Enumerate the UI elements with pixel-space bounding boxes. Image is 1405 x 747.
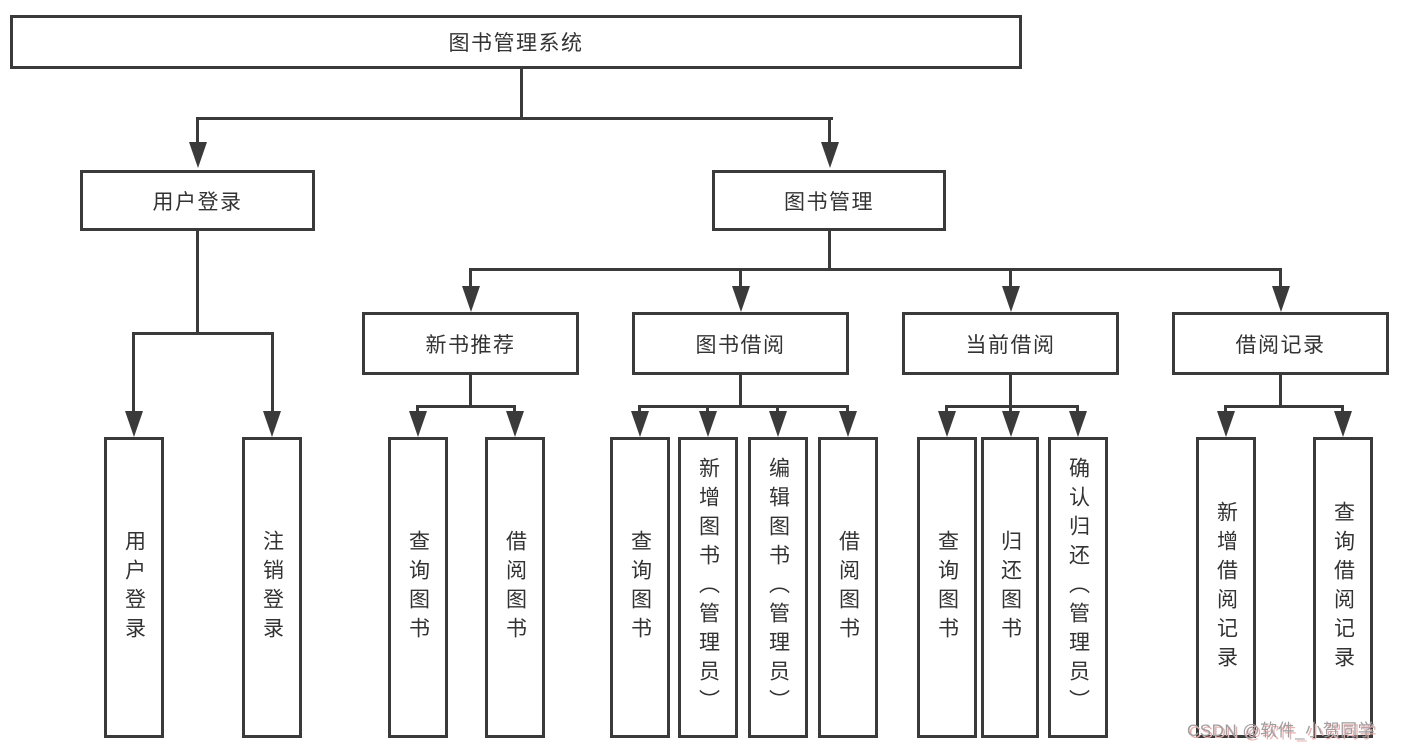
arrowhead-down-icon [125, 411, 143, 437]
node-book-management-label: 图书管理 [784, 190, 874, 214]
leaf-logout: 注销登录 [242, 437, 302, 738]
leaf-query-books-current-label: 查询图书 [935, 529, 959, 646]
connector-line [828, 230, 831, 270]
leaf-borrow-books-label: 借阅图书 [836, 529, 860, 646]
arrowhead-down-icon [461, 286, 480, 312]
node-book-management: 图书管理 [712, 170, 946, 231]
connector-line [1076, 405, 1079, 413]
leaf-confirm-return-admin-label: 确认归还（管理员） [1066, 457, 1090, 718]
node-current-borrow-label: 当前借阅 [965, 333, 1056, 357]
leaf-add-borrow-record-label: 新增借阅记录 [1214, 500, 1238, 675]
arrowhead-down-icon [263, 411, 281, 437]
node-current-borrow: 当前借阅 [902, 312, 1119, 375]
arrowhead-down-icon [1334, 411, 1352, 437]
connector-line [1341, 405, 1344, 413]
node-user-login-label: 用户登录 [152, 190, 243, 214]
leaf-user-login: 用户登录 [104, 437, 164, 738]
connector-line [638, 405, 641, 413]
node-book-borrow-label: 图书借阅 [695, 333, 786, 357]
leaf-logout-label: 注销登录 [260, 529, 284, 646]
connector-line [739, 268, 742, 288]
arrowhead-down-icon [506, 411, 524, 437]
leaf-query-borrow-record: 查询借阅记录 [1313, 437, 1373, 738]
arrowhead-down-icon [1217, 411, 1235, 437]
arrowhead-down-icon [938, 411, 956, 437]
connector-line [469, 268, 472, 288]
connector-line [945, 405, 948, 413]
connector-line [1009, 268, 1012, 288]
leaf-add-book-admin: 新增图书（管理员） [678, 437, 738, 738]
leaf-user-login-label: 用户登录 [122, 529, 146, 646]
connector-line [1279, 375, 1282, 407]
arrowhead-down-icon [1069, 411, 1087, 437]
leaf-borrow-books: 借阅图书 [818, 437, 878, 738]
connector-line [1224, 405, 1227, 413]
leaf-add-book-admin-label: 新增图书（管理员） [696, 457, 720, 718]
arrowhead-down-icon [769, 411, 787, 437]
arrowhead-down-icon [188, 142, 207, 168]
arrowhead-down-icon [1001, 286, 1020, 312]
connector-line [638, 405, 849, 408]
leaf-add-borrow-record: 新增借阅记录 [1196, 437, 1256, 738]
connector-line [846, 405, 849, 413]
connector-line [945, 405, 1079, 408]
connector-line [416, 405, 419, 413]
connector-line [1009, 405, 1012, 413]
arrowhead-down-icon [731, 286, 750, 312]
leaf-query-books-current: 查询图书 [917, 437, 977, 738]
node-new-book-recommend-label: 新书推荐 [425, 333, 516, 357]
arrowhead-down-icon [1002, 411, 1020, 437]
leaf-return-book-label: 归还图书 [998, 529, 1022, 646]
arrowhead-down-icon [631, 411, 649, 437]
node-root: 图书管理系统 [10, 15, 1022, 69]
arrowhead-down-icon [409, 411, 427, 437]
connector-line [776, 405, 779, 413]
arrowhead-down-icon [699, 411, 717, 437]
connector-line [132, 332, 274, 335]
connector-line [271, 332, 274, 413]
connector-line [416, 405, 516, 408]
connector-line [520, 68, 523, 119]
connector-line [196, 230, 199, 334]
node-root-label: 图书管理系统 [448, 32, 584, 55]
arrowhead-down-icon [839, 411, 857, 437]
arrowhead-down-icon [820, 142, 839, 168]
leaf-edit-book-admin-label: 编辑图书（管理员） [766, 457, 790, 718]
leaf-query-books-recommend: 查询图书 [388, 437, 448, 738]
node-borrow-records-label: 借阅记录 [1235, 333, 1326, 357]
leaf-query-books-recommend-label: 查询图书 [406, 529, 430, 646]
connector-line [196, 117, 833, 120]
connector-line [132, 332, 135, 413]
node-user-login: 用户登录 [80, 170, 315, 231]
connector-line [469, 268, 1282, 271]
node-new-book-recommend: 新书推荐 [362, 312, 579, 375]
arrowhead-down-icon [1271, 286, 1290, 312]
leaf-borrow-books-recommend: 借阅图书 [485, 437, 545, 738]
connector-line [1224, 405, 1344, 408]
leaf-return-book: 归还图书 [981, 437, 1039, 738]
leaf-borrow-books-recommend-label: 借阅图书 [503, 529, 527, 646]
leaf-query-books-borrow: 查询图书 [610, 437, 670, 738]
leaf-edit-book-admin: 编辑图书（管理员） [748, 437, 808, 738]
leaf-confirm-return-admin: 确认归还（管理员） [1048, 437, 1108, 738]
connector-line [196, 117, 199, 145]
csdn-watermark: CSDN @软件_小贺同学 [1187, 721, 1376, 740]
leaf-query-borrow-record-label: 查询借阅记录 [1331, 500, 1355, 675]
connector-line [1279, 268, 1282, 288]
connector-line [1009, 375, 1012, 407]
connector-line [739, 375, 742, 407]
connector-line [469, 375, 472, 407]
leaf-query-books-borrow-label: 查询图书 [628, 529, 652, 646]
connector-line [513, 405, 516, 413]
node-book-borrow: 图书借阅 [632, 312, 849, 375]
connector-line [828, 117, 831, 145]
node-borrow-records: 借阅记录 [1172, 312, 1389, 375]
connector-line [706, 405, 709, 413]
